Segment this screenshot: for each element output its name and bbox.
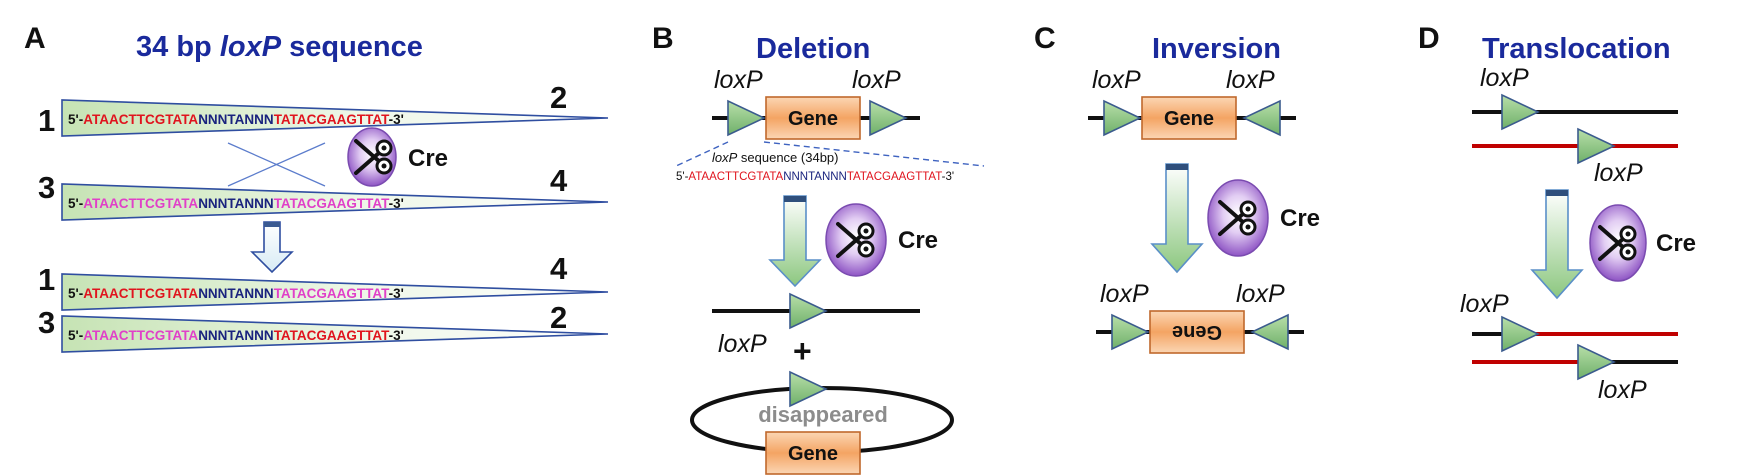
loxp-sequence: 5'-ATAACTTCGTATANNNTANNNTATACGAAGTTAT-3' (68, 196, 404, 211)
panel-b: B Deletion loxP loxP Gene loxP sequence … (652, 22, 985, 475)
arrow-cap (784, 196, 806, 202)
loxp-triangle (727, 99, 766, 137)
gene-box (765, 431, 861, 475)
strand-number: 1 (38, 262, 55, 297)
loxp-wedge (61, 315, 609, 353)
panel-b-title: Deletion (756, 33, 870, 65)
cre-label: Cre (408, 145, 448, 172)
gene-label-inverted: Gene (1172, 321, 1222, 343)
loxp-sequence: 5'-ATAACTTCGTATANNNTANNNTATACGAAGTTAT-3' (68, 328, 404, 343)
panel-a-title: 34 bp loxP sequence (136, 31, 423, 63)
loxp-label: loxP (1598, 376, 1647, 404)
loxp-caption: loxP sequence (34bp) (712, 150, 838, 165)
arrow-cap (264, 222, 280, 227)
loxp-triangle (1250, 313, 1289, 351)
strand-number: 2 (550, 80, 567, 115)
loxp-wedge (61, 273, 609, 311)
loxp-sequence: 5'-ATAACTTCGTATANNNTANNNTATACGAAGTTAT-3' (676, 171, 954, 183)
loxp-triangle (1577, 343, 1616, 381)
loxp-sequence: 5'-ATAACTTCGTATANNNTANNNTATACGAAGTTAT-3' (68, 112, 404, 127)
loxp-label: loxP (1480, 64, 1529, 92)
loxp-triangle (1577, 127, 1616, 165)
loxp-wedge (61, 183, 609, 221)
cre-label: Cre (1656, 230, 1696, 257)
loxp-triangle (1111, 313, 1150, 351)
arrow-cap (1546, 190, 1568, 196)
panel-letter-b: B (652, 22, 674, 55)
down-arrow (1530, 189, 1584, 300)
loxp-triangle (869, 99, 908, 137)
gene-box (1141, 96, 1237, 140)
loxp-label: loxP (1092, 66, 1141, 94)
panel-c-title: Inversion (1152, 33, 1281, 65)
panel-a: A 34 bp loxP sequence 1 2 5'-ATAACTTCGTA… (24, 22, 609, 353)
down-arrow (768, 195, 822, 288)
down-arrow (250, 221, 294, 274)
loxp-label: loxP (1594, 159, 1643, 187)
zoom-line (763, 141, 985, 167)
loxp-triangle (1103, 99, 1142, 137)
strand-number: 3 (38, 305, 55, 340)
loxp-wedge (61, 99, 609, 137)
strand-number: 3 (38, 170, 55, 205)
strand-number: 4 (550, 163, 568, 198)
cre-label: Cre (898, 227, 938, 254)
gene-box (765, 96, 861, 140)
loxp-triangle (789, 370, 828, 408)
loxp-sequence: 5'-ATAACTTCGTATANNNTANNNTATACGAAGTTAT-3' (68, 286, 404, 301)
panel-d: D Translocation loxP loxP Cre loxP loxP (1418, 22, 1696, 404)
disappeared-label: disappeared (758, 402, 888, 427)
gene-label: Gene (788, 108, 838, 130)
loxp-triangle (1501, 93, 1540, 131)
plus-sign: + (793, 333, 812, 369)
panel-letter-a: A (24, 22, 46, 55)
loxp-label: loxP (852, 66, 901, 94)
strand-number: 1 (38, 103, 55, 138)
loxp-label: loxP (1236, 280, 1285, 308)
loxp-label: loxP (718, 330, 767, 358)
cre-label: Cre (1280, 205, 1320, 232)
strand-number: 2 (550, 300, 567, 335)
panel-c: C Inversion loxP loxP Gene Cre loxP loxP… (1034, 22, 1320, 354)
panel-letter-d: D (1418, 22, 1440, 55)
gene-box-inverted (1149, 310, 1245, 354)
panel-letter-c: C (1034, 22, 1056, 55)
arrow-cap (1166, 164, 1188, 170)
gene-label: Gene (788, 443, 838, 465)
loxp-triangle (1501, 315, 1540, 353)
panel-d-title: Translocation (1482, 33, 1671, 65)
down-arrow (1150, 163, 1204, 274)
crossover-line (227, 142, 326, 187)
loxp-label: loxP (1460, 290, 1509, 318)
loxp-triangle (1242, 99, 1281, 137)
loxp-label: loxP (1100, 280, 1149, 308)
strand-number: 4 (550, 251, 568, 286)
loxp-triangle (789, 292, 828, 330)
gene-label: Gene (1164, 108, 1214, 130)
loxp-label: loxP (1226, 66, 1275, 94)
loxp-label: loxP (714, 66, 763, 94)
